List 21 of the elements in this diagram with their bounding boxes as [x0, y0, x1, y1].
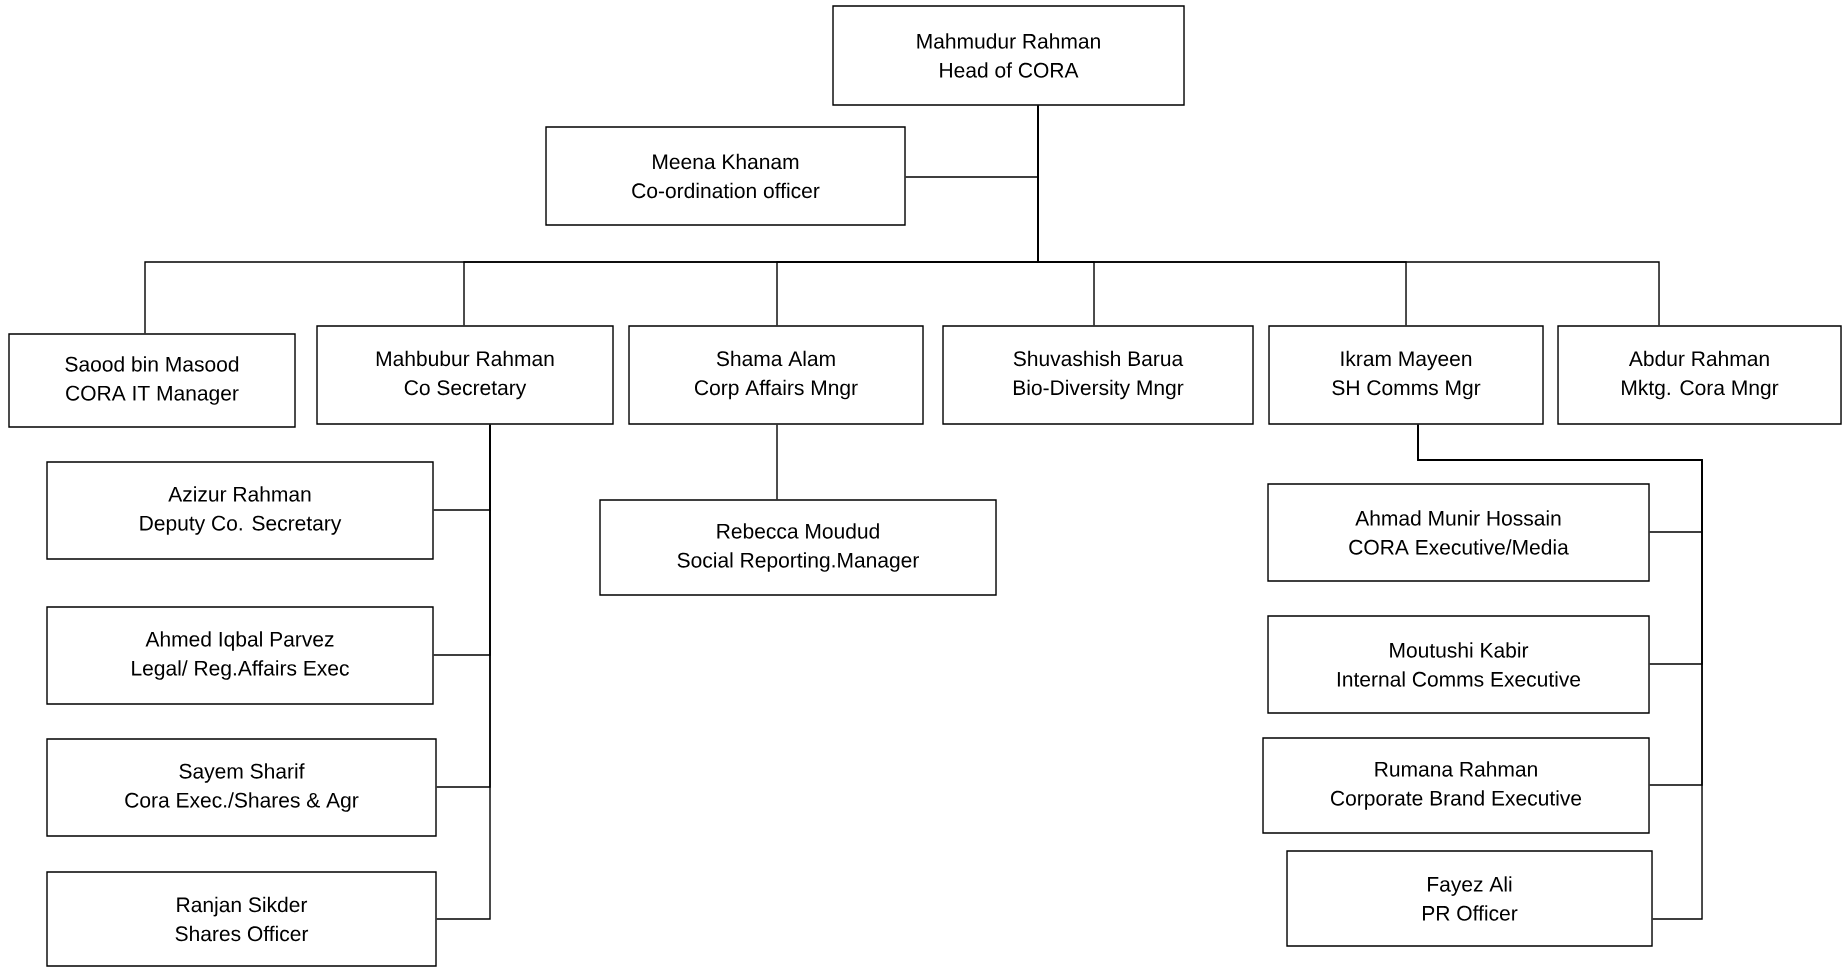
- connector-line: [1417, 424, 1703, 920]
- connector-line: [1037, 105, 1660, 326]
- person-box: Shuvashish Barua Bio-Diversity Mngr: [942, 325, 1254, 425]
- person-box: Shama Alam Corp Affairs Mngr: [628, 325, 924, 425]
- connector-line: [436, 424, 491, 920]
- person-box: Abdur Rahman Mktg. Cora Mngr: [1557, 325, 1842, 425]
- connector-line: [776, 424, 778, 500]
- person-box: Ikram Mayeen SH Comms Mgr: [1268, 325, 1544, 425]
- person-box: Ahmad Munir Hossain CORA Executive/Media: [1267, 483, 1650, 582]
- person-box: Meena Khanam Co-ordination officer: [545, 126, 906, 226]
- person-box: Rumana Rahman Corporate Brand Executive: [1262, 737, 1650, 834]
- person-box: Mahbubur Rahman Co Secretary: [316, 325, 614, 425]
- person-box: Fayez Ali PR Officer: [1286, 850, 1653, 947]
- person-box: Mahmudur Rahman Head of CORA: [832, 5, 1185, 106]
- person-box: Ranjan Sikder Shares Officer: [46, 871, 437, 967]
- person-box: Saood bin Masood CORA IT Manager: [8, 333, 296, 428]
- person-box: Ahmed Iqbal Parvez Legal/ Reg.Affairs Exec: [46, 606, 434, 705]
- person-box: Azizur Rahman Deputy Co. Secretary: [46, 461, 434, 560]
- person-box: Moutushi Kabir Internal Comms Executive: [1267, 615, 1650, 714]
- person-box: Sayem Sharif Cora Exec./Shares & Agr: [46, 738, 437, 837]
- person-box: Rebecca Moudud Social Reporting.Manager: [599, 499, 997, 596]
